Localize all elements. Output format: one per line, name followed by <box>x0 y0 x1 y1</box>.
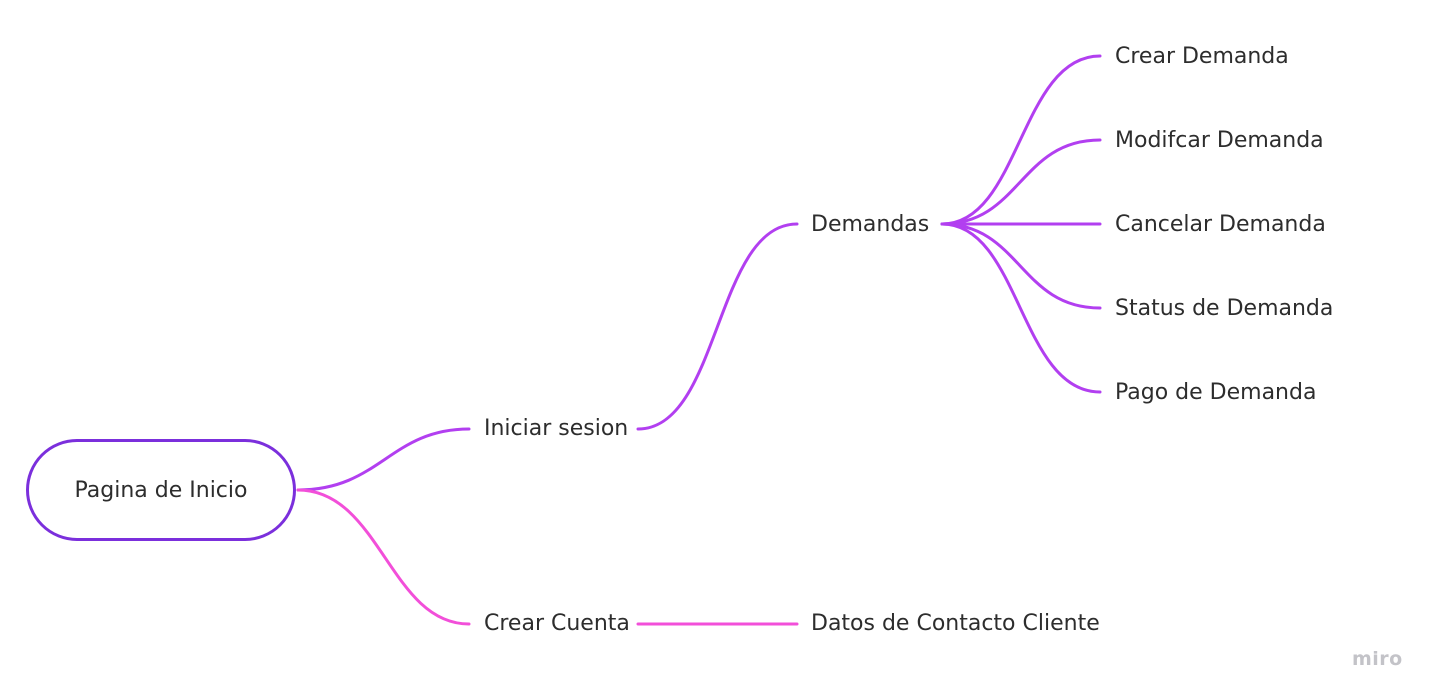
root-node-pagina-de-inicio[interactable]: Pagina de Inicio <box>26 439 296 541</box>
node-crear-cuenta[interactable]: Crear Cuenta <box>484 611 630 636</box>
root-node-label: Pagina de Inicio <box>74 477 248 503</box>
connector-demandas-pago <box>940 222 1102 394</box>
node-pago-de-demanda[interactable]: Pago de Demanda <box>1115 380 1317 405</box>
connector-root-iniciar-sesion <box>296 427 471 492</box>
node-cancelar-demanda[interactable]: Cancelar Demanda <box>1115 212 1326 237</box>
node-status-de-demanda[interactable]: Status de Demanda <box>1115 296 1334 321</box>
node-modifcar-demanda[interactable]: Modifcar Demanda <box>1115 128 1324 153</box>
connector-demandas-status <box>940 222 1102 310</box>
connector-iniciar-sesion-demandas <box>636 222 799 431</box>
connector-demandas-crear <box>940 54 1102 226</box>
miro-watermark: miro <box>1352 648 1403 670</box>
node-datos-de-contacto-cliente[interactable]: Datos de Contacto Cliente <box>811 611 1100 636</box>
node-iniciar-sesion[interactable]: Iniciar sesion <box>484 416 629 441</box>
connector-root-crear-cuenta <box>296 488 471 626</box>
node-demandas[interactable]: Demandas <box>811 212 930 237</box>
connector-demandas-modificar <box>940 138 1102 226</box>
node-crear-demanda[interactable]: Crear Demanda <box>1115 44 1289 69</box>
